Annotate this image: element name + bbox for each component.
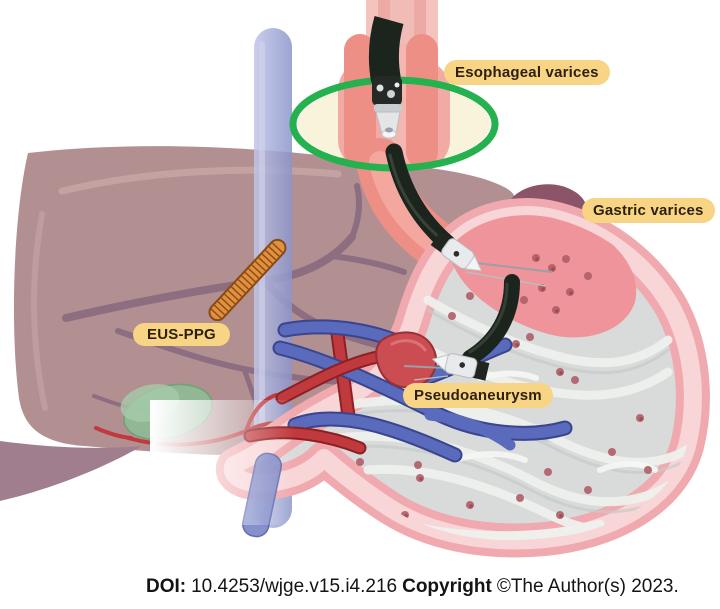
copyright-value: ©The Author(s) 2023. xyxy=(496,576,679,597)
liver-left-lobe-edge xyxy=(0,441,142,501)
doi-label: DOI: xyxy=(146,576,187,597)
endoscope-stomach-lower xyxy=(403,274,520,381)
label-eus-ppg: EUS-PPG xyxy=(133,323,230,346)
gastric-varices-region xyxy=(448,215,637,338)
ultrasound-probe-lower xyxy=(431,353,490,381)
label-gastric-varices: Gastric varices xyxy=(582,198,715,223)
ultrasound-probe-upper xyxy=(430,230,483,272)
endoscope-esophagus xyxy=(368,15,404,139)
label-pseudoaneurysm: Pseudoaneurysm xyxy=(403,383,553,408)
duodenum-fade xyxy=(150,400,295,525)
pseudoaneurysm-lesion xyxy=(375,331,438,389)
label-esophageal-varices: Esophageal varices xyxy=(444,60,610,85)
eus-ppg-needle-device xyxy=(208,238,287,322)
doi-value: 10.4253/wjge.v15.i4.216 xyxy=(191,576,398,597)
copyright-label: Copyright xyxy=(402,576,492,597)
